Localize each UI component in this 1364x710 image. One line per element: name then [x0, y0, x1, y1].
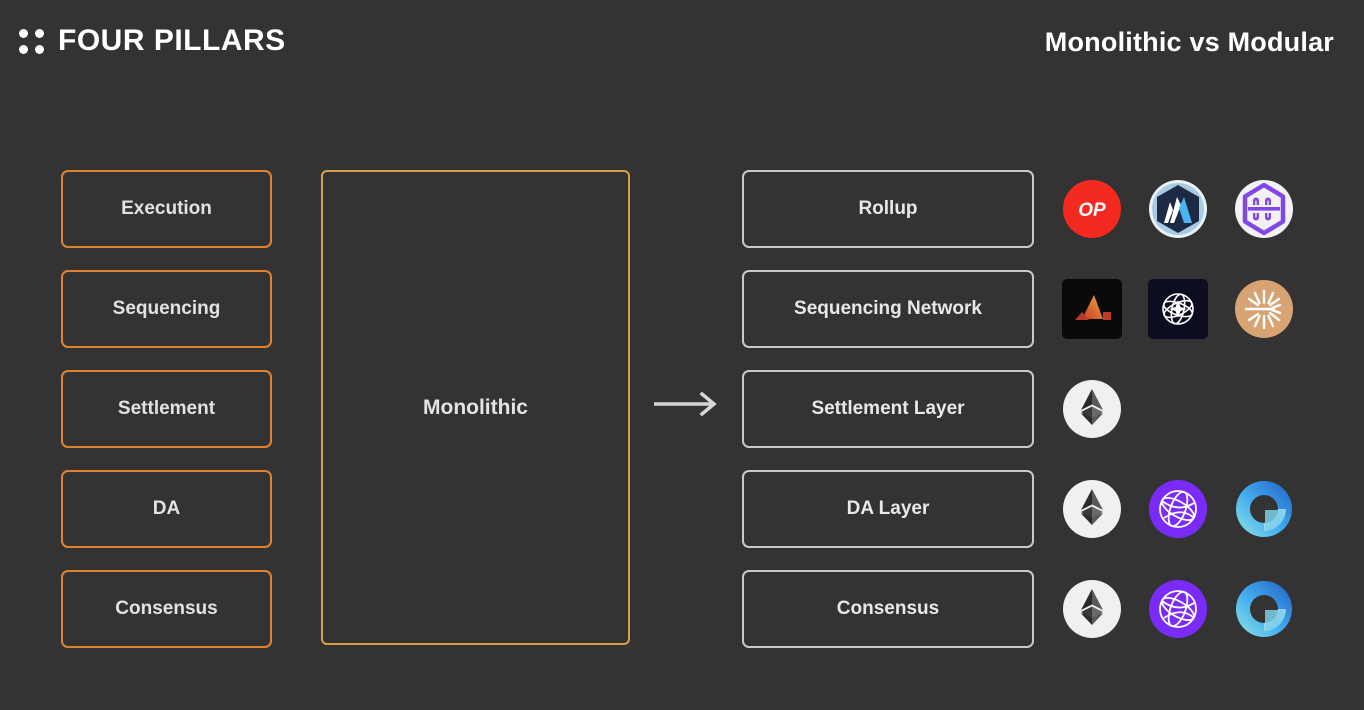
pillar-settlement[interactable]: Settlement	[61, 370, 272, 448]
logo-row-rollup: OP	[1062, 170, 1322, 248]
ethereum-logo[interactable]	[1062, 379, 1122, 439]
monolithic-label: Monolithic	[423, 395, 528, 419]
brand-label: FOUR PILLARS	[58, 24, 286, 57]
arbitrum-logo[interactable]	[1148, 179, 1208, 239]
celestia-logo[interactable]	[1148, 479, 1208, 539]
layer-label: Sequencing Network	[794, 298, 982, 319]
layer-consensus[interactable]: Consensus	[742, 570, 1034, 648]
logo-row-sequencing-network	[1062, 270, 1322, 348]
optimism-logo[interactable]: OP	[1062, 179, 1122, 239]
logo-row-settlement-layer	[1062, 370, 1322, 448]
pillar-label: Consensus	[115, 598, 218, 619]
monolithic-box[interactable]: Monolithic	[321, 170, 630, 645]
espresso-logo[interactable]	[1148, 279, 1208, 339]
page-header: FOUR PILLARS Monolithic vs Modular	[0, 0, 1364, 92]
layer-label: Settlement Layer	[811, 398, 965, 419]
pillars-column: Execution Sequencing Settlement DA Conse…	[61, 170, 272, 648]
four-dots-icon	[18, 28, 44, 54]
pillar-da[interactable]: DA	[61, 470, 272, 548]
layer-label: Consensus	[836, 598, 940, 619]
layer-rollup[interactable]: Rollup	[742, 170, 1034, 248]
svg-text:OP: OP	[1078, 200, 1106, 221]
celestia-logo[interactable]	[1148, 579, 1208, 639]
ethereum-logo[interactable]	[1062, 479, 1122, 539]
pillar-execution[interactable]: Execution	[61, 170, 272, 248]
logo-row-da-layer	[1062, 470, 1322, 548]
ethereum-logo[interactable]	[1062, 579, 1122, 639]
layer-label: DA Layer	[846, 498, 930, 519]
logo-row-consensus	[1062, 570, 1322, 648]
arrow-right-icon	[652, 391, 724, 417]
zksync-logo[interactable]	[1234, 179, 1294, 239]
eigenda-logo[interactable]	[1234, 579, 1294, 639]
layer-settlement-layer[interactable]: Settlement Layer	[742, 370, 1034, 448]
layer-label: Rollup	[858, 198, 918, 219]
pillar-label: DA	[152, 498, 181, 519]
pillar-label: Sequencing	[112, 298, 221, 319]
pillar-sequencing[interactable]: Sequencing	[61, 270, 272, 348]
pillar-consensus[interactable]: Consensus	[61, 570, 272, 648]
astria-logo[interactable]	[1062, 279, 1122, 339]
radius-logo[interactable]	[1234, 279, 1294, 339]
logos-column: OP	[1062, 170, 1322, 648]
pillar-label: Settlement	[117, 398, 216, 419]
eigenda-logo[interactable]	[1234, 479, 1294, 539]
layers-column: Rollup Sequencing Network Settlement Lay…	[742, 170, 1034, 648]
page-title: Monolithic vs Modular	[1044, 27, 1334, 57]
layer-da-layer[interactable]: DA Layer	[742, 470, 1034, 548]
layer-sequencing-network[interactable]: Sequencing Network	[742, 270, 1034, 348]
brand: FOUR PILLARS	[18, 26, 286, 56]
pillar-label: Execution	[121, 198, 212, 219]
